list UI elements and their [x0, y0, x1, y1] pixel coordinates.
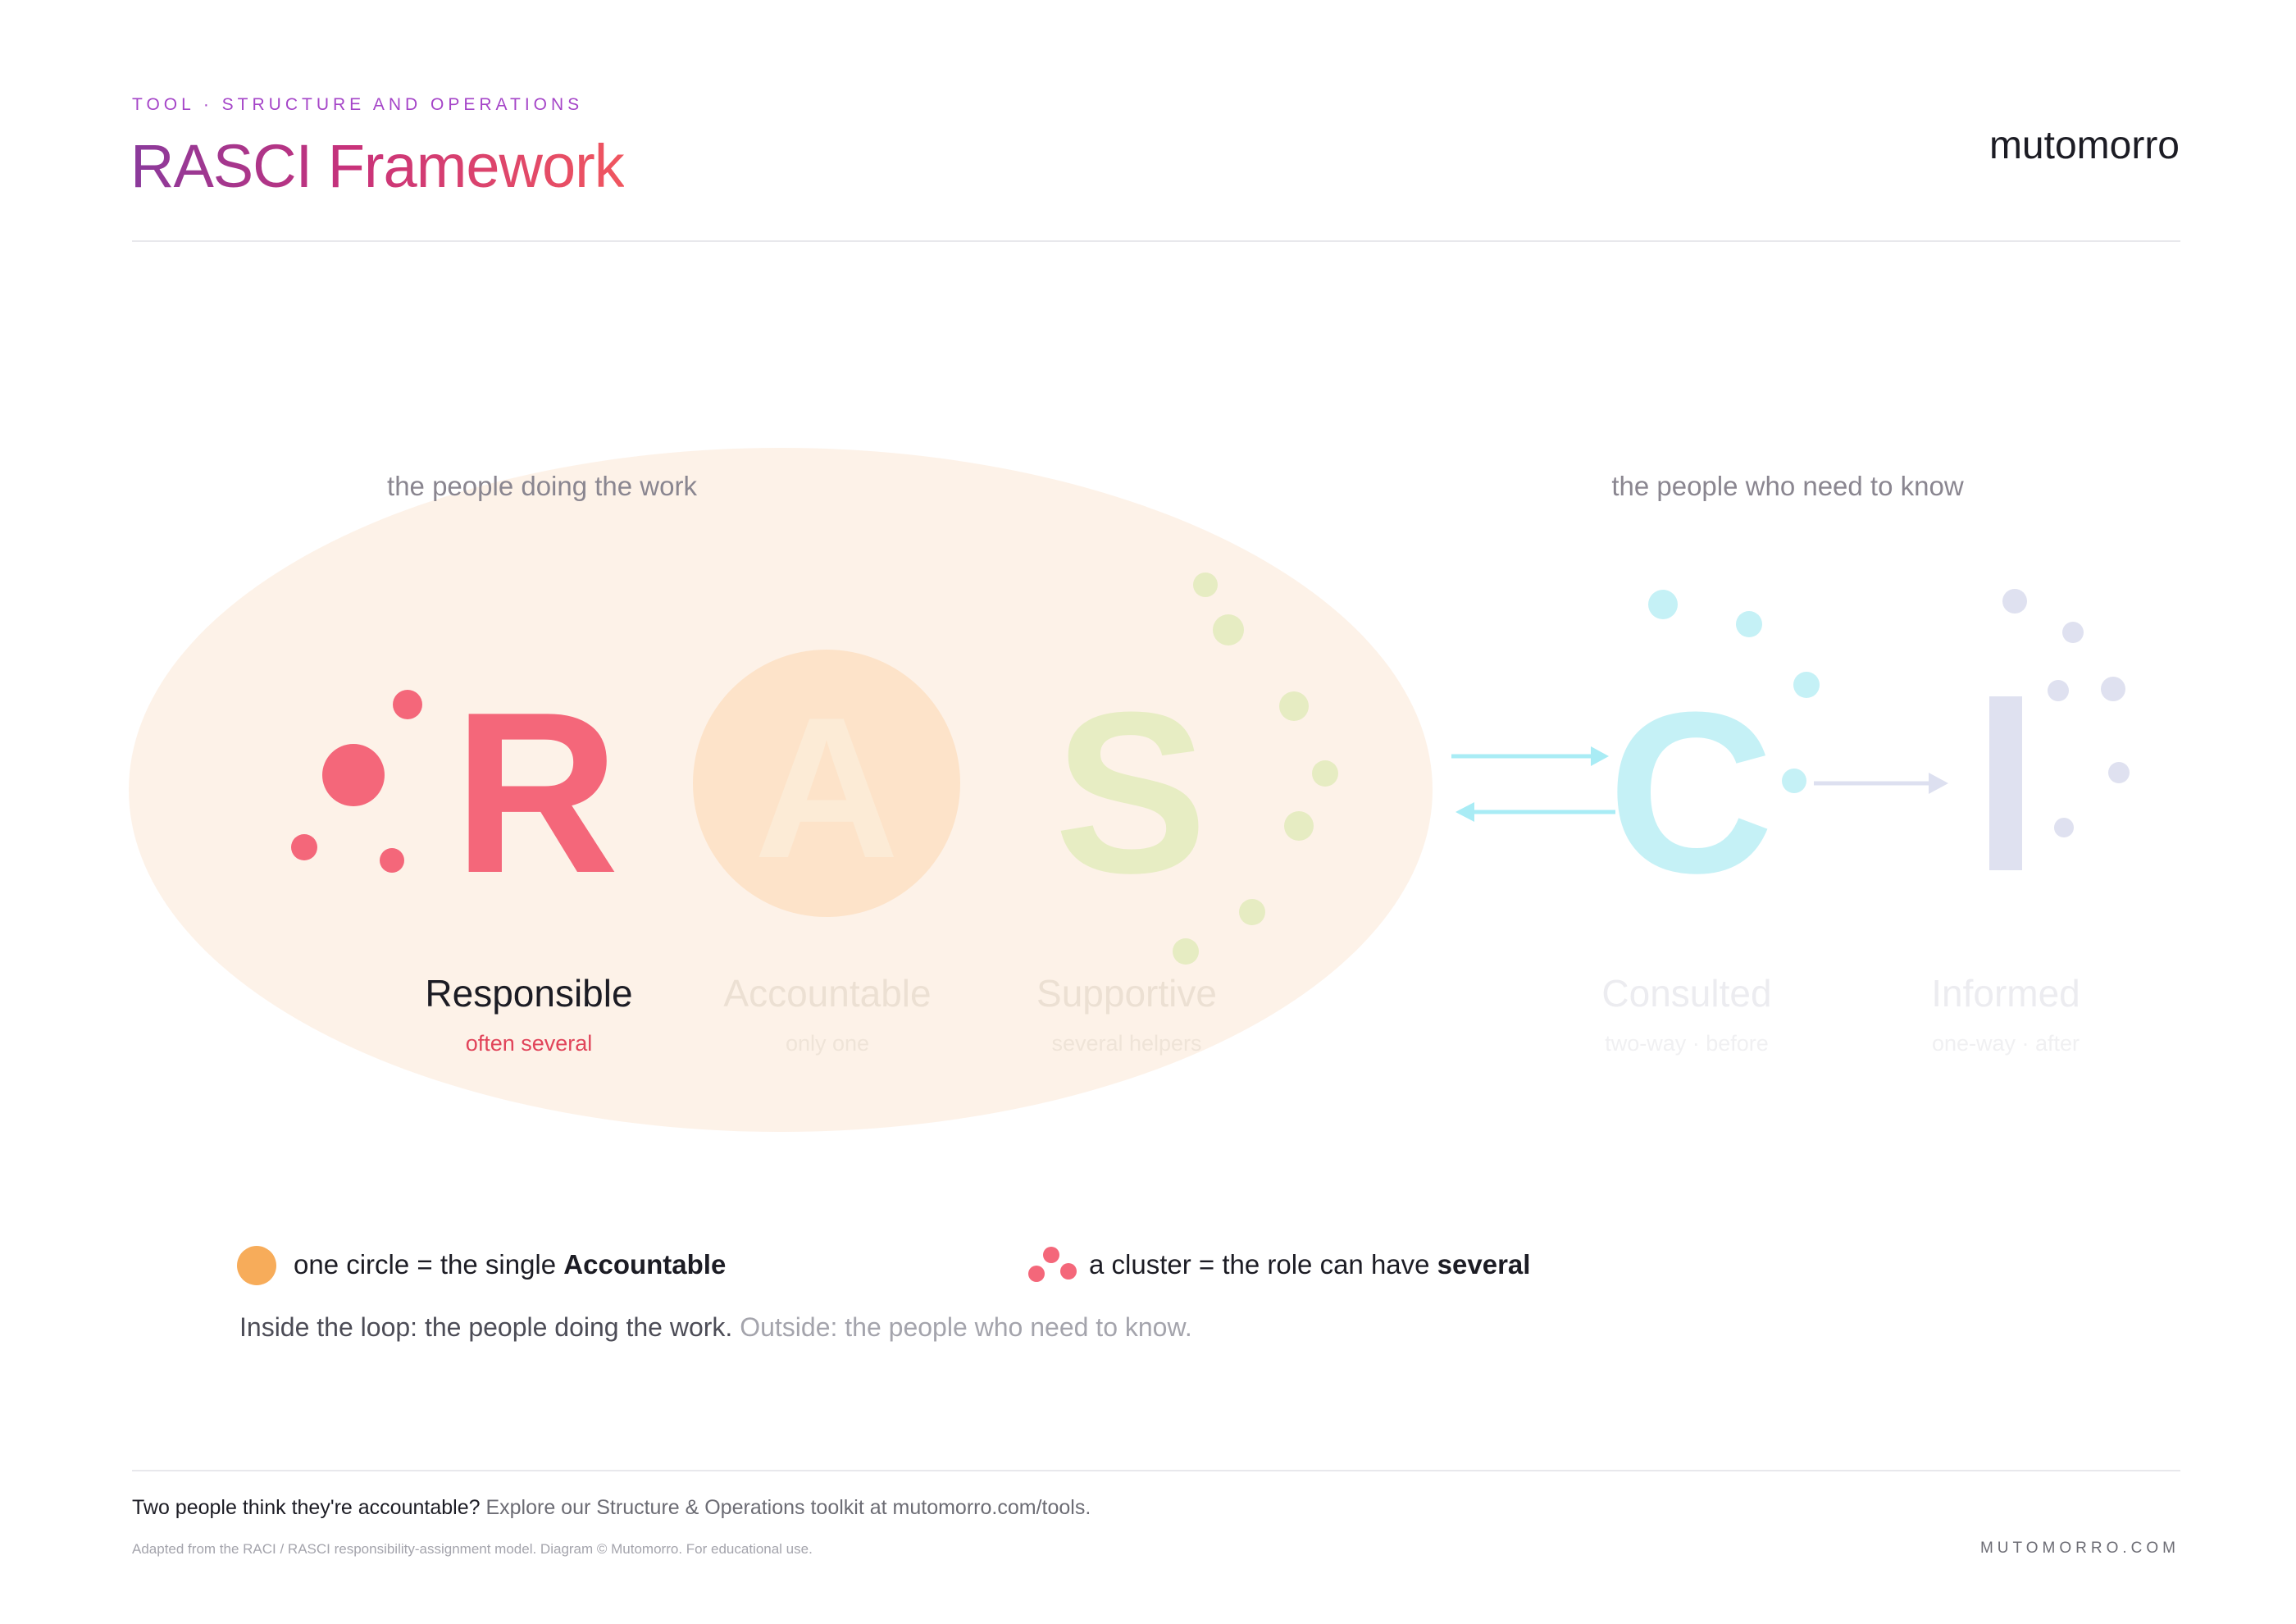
- cluster-dot: [1736, 611, 1762, 637]
- footer-credit: Adapted from the RACI / RASCI responsibi…: [132, 1541, 813, 1557]
- role-letter-i: [1989, 696, 2022, 870]
- role-note-accountable: only one: [786, 1031, 869, 1056]
- cluster-dot: [2054, 818, 2074, 837]
- cluster-dot: [2101, 677, 2125, 701]
- page-title: RASCI Framework: [130, 132, 625, 200]
- legend-note-inside: Inside the loop: the people doing the wo…: [239, 1312, 733, 1342]
- legend-cluster-text: a cluster = the role can have: [1089, 1249, 1437, 1280]
- one-way-arrow-icon: [1814, 773, 1948, 794]
- footer-cta-link-text[interactable]: Explore our Structure & Operations toolk…: [485, 1496, 1091, 1519]
- legend-cluster: a cluster = the role can have several: [1089, 1249, 1530, 1280]
- role-letter-c: C: [1608, 665, 1774, 921]
- role-letter-r: R: [453, 665, 619, 921]
- cluster-dot: [1648, 590, 1678, 619]
- informed-cluster-icon: [2002, 589, 2130, 837]
- role-note-supportive: several helpers: [1051, 1031, 1201, 1056]
- cluster-dot: [1782, 769, 1806, 793]
- role-note-responsible: often several: [466, 1031, 593, 1056]
- legend-single-text: one circle = the single: [294, 1249, 564, 1280]
- role-name-consulted: Consulted: [1601, 972, 1771, 1015]
- brand-logo[interactable]: mutomorro: [1988, 124, 2180, 167]
- eyebrow-label: TOOL · STRUCTURE AND OPERATIONS: [132, 95, 584, 114]
- footer-cta-question: Two people think they're accountable?: [132, 1496, 481, 1519]
- cluster-dot: [1173, 938, 1199, 965]
- role-note-informed: one-way · after: [1932, 1031, 2080, 1056]
- legend-note: Inside the loop: the people doing the wo…: [239, 1312, 1192, 1343]
- supportive-cluster-icon: [1173, 573, 1338, 965]
- two-way-arrow-icon: [1451, 746, 1615, 822]
- footer-divider: [132, 1470, 2180, 1471]
- role-name-accountable: Accountable: [723, 972, 931, 1015]
- legend-single-circle-icon: [237, 1246, 276, 1285]
- cluster-dot: [1060, 1263, 1077, 1280]
- legend-cluster-bold: several: [1437, 1249, 1531, 1280]
- legend-single: one circle = the single Accountable: [294, 1249, 726, 1280]
- consulted-cluster-icon: [1648, 590, 1820, 793]
- cluster-dot: [2108, 762, 2130, 783]
- footer-cta: Two people think they're accountable? Ex…: [132, 1496, 1091, 1520]
- arrow-left-head: [1456, 802, 1474, 822]
- group-label-outside: the people who need to know: [1611, 471, 1963, 501]
- cluster-dot: [1193, 573, 1218, 597]
- role-name-responsible: Responsible: [425, 972, 632, 1015]
- cluster-dot: [1279, 691, 1309, 721]
- cluster-dot: [1213, 614, 1244, 645]
- header-divider: [132, 240, 2180, 242]
- responsible-cluster-icon: [291, 690, 422, 873]
- group-label-inside: the people doing the work: [387, 471, 697, 501]
- cluster-dot: [1284, 811, 1314, 841]
- cluster-dot: [2002, 589, 2027, 614]
- cluster-dot: [393, 690, 422, 719]
- legend-cluster-icon: [1028, 1247, 1077, 1282]
- cluster-dot: [1239, 899, 1265, 925]
- cluster-dot: [2048, 680, 2069, 701]
- legend-single-bold: Accountable: [563, 1249, 727, 1280]
- role-name-supportive: Supportive: [1036, 972, 1217, 1015]
- cluster-dot: [1793, 672, 1820, 698]
- role-note-consulted: two-way · before: [1605, 1031, 1769, 1056]
- legend-note-outside: Outside: the people who need to know.: [740, 1312, 1192, 1342]
- role-letter-s: S: [1055, 665, 1208, 921]
- cluster-dot: [2062, 622, 2084, 643]
- footer-site-link[interactable]: MUTOMORRO.COM: [1979, 1540, 2180, 1557]
- cluster-dot: [291, 834, 317, 860]
- accountable-circle-icon: [693, 650, 960, 917]
- cluster-dot: [1312, 760, 1338, 787]
- arrow-head: [1929, 773, 1948, 794]
- cluster-dot: [1043, 1247, 1059, 1263]
- cluster-dot: [380, 848, 404, 873]
- arrow-right-head: [1591, 746, 1609, 766]
- role-name-informed: Informed: [1931, 972, 2080, 1015]
- role-letter-a: A: [754, 675, 900, 900]
- cluster-dot: [1028, 1266, 1045, 1282]
- cluster-dot: [322, 744, 385, 806]
